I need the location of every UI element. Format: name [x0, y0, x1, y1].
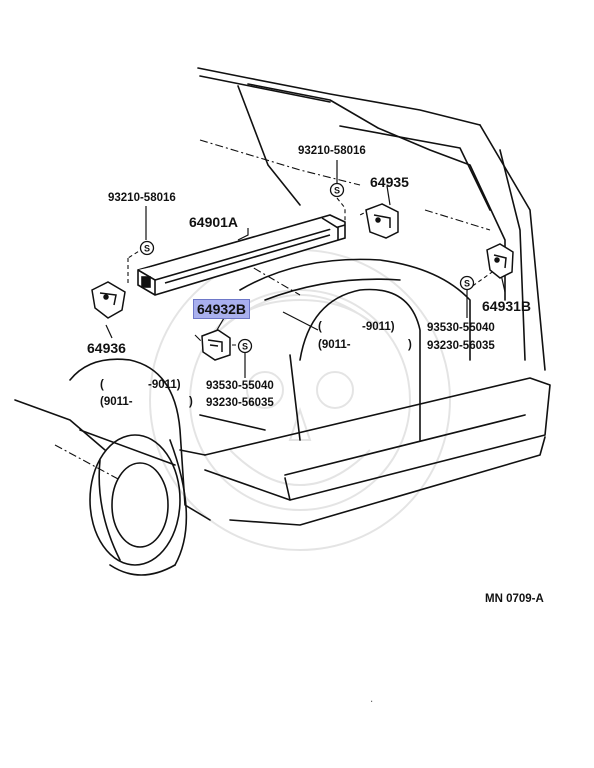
date-left-to: -9011) [148, 379, 181, 391]
label-leaders [105, 160, 506, 378]
label-step-bar: 64901A [189, 214, 239, 230]
bracket-right-icon [486, 243, 514, 279]
label-screw-right-a: 93530-55040 [427, 322, 495, 334]
label-bracket-right: 64931B [482, 298, 532, 314]
stray-mark: . [370, 693, 374, 705]
fastener-s-right: S [464, 279, 470, 289]
clip-icon [201, 329, 231, 361]
fastener-s-top: S [334, 186, 340, 196]
fastener-symbols [139, 182, 475, 354]
date-right-close: ) [408, 339, 412, 351]
date-left-open: ( [100, 379, 104, 391]
date-left-close: ) [189, 396, 193, 408]
page-code: MN 0709-A [485, 593, 544, 605]
label-clip-top: 93210-58016 [298, 145, 366, 157]
label-bracket-top: 64935 [370, 174, 409, 190]
label-screw-mid-b: 93230-56035 [206, 397, 274, 409]
date-left-from: (9011- [100, 396, 133, 408]
date-right-from: (9011- [318, 339, 351, 351]
label-clip-left: 93210-58016 [108, 192, 176, 204]
vehicle-body-outline [14, 67, 551, 576]
bracket-left-icon [91, 281, 126, 319]
date-right-to: -9011) [362, 321, 395, 333]
fastener-symbol-letters: S S S S [144, 186, 470, 352]
label-screw-right-b: 93230-56035 [427, 340, 495, 352]
label-bracket-left: 64936 [87, 340, 126, 356]
bracket-top-icon [365, 203, 399, 239]
fastener-s-mid: S [242, 342, 248, 352]
fastener-s-left: S [144, 244, 150, 254]
label-highlighted-part[interactable]: 64932B [193, 299, 251, 319]
label-screw-mid-a: 93530-55040 [206, 380, 274, 392]
step-bar-icon [137, 214, 346, 296]
date-right-open: ( [318, 321, 322, 333]
